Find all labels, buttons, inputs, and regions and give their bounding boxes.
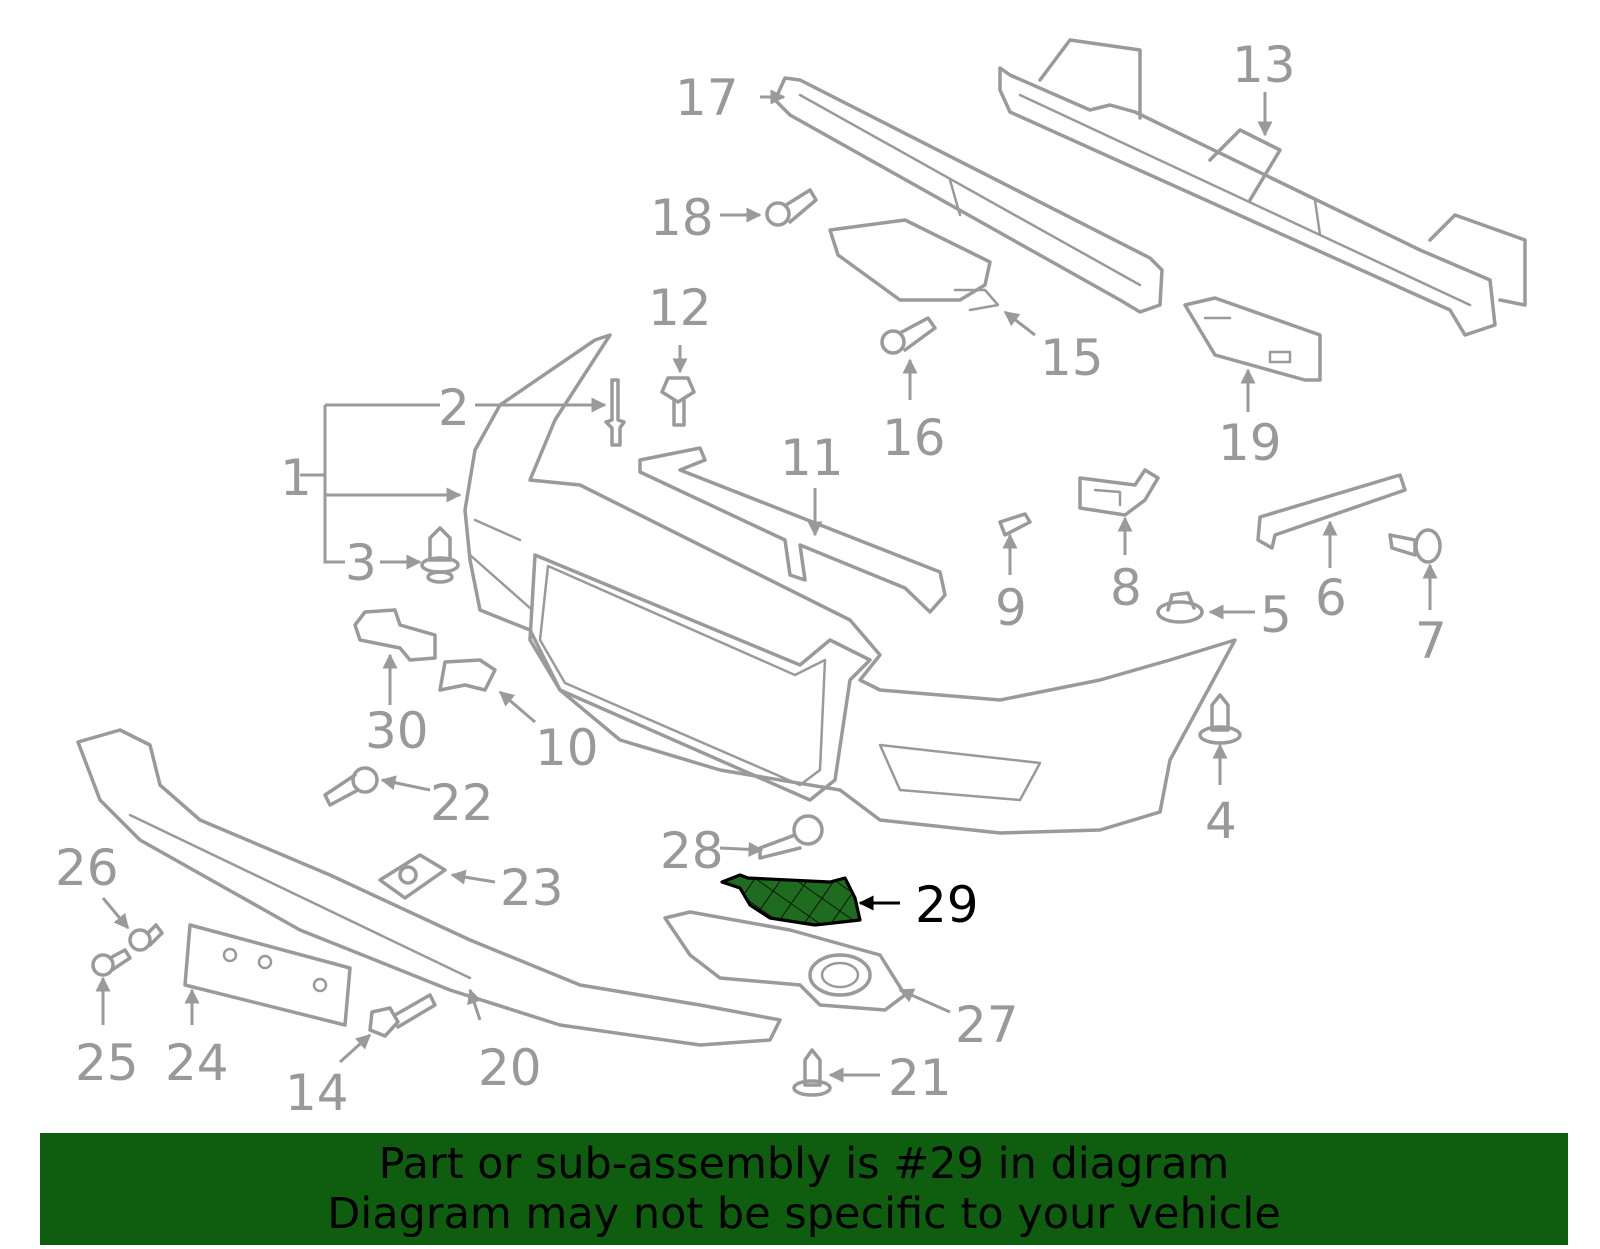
callout-18: 18	[650, 189, 714, 247]
leader-lines	[95, 89, 1438, 1083]
part-21-clip[interactable]	[792, 1048, 832, 1097]
part-4-clip[interactable]	[1198, 693, 1242, 745]
part-15-bracket[interactable]	[828, 218, 1000, 312]
part-18-clip[interactable]	[765, 188, 818, 227]
callout-23: 23	[500, 859, 564, 917]
part-12-bolt[interactable]	[660, 376, 696, 427]
callout-30: 30	[365, 702, 429, 760]
callout-11: 11	[780, 429, 844, 487]
callout-26: 26	[55, 839, 119, 897]
callout-9: 9	[995, 579, 1027, 637]
part-9-pin[interactable]	[998, 512, 1032, 537]
callout-labels: 1 2 3 4 5 6 7 8 9 10 11 12 13 14 15 16 1…	[55, 36, 1447, 1122]
callout-19: 19	[1218, 414, 1282, 472]
part-11-grille-bar[interactable]	[638, 446, 947, 614]
part-22-screw[interactable]	[323, 766, 379, 807]
callout-24: 24	[165, 1034, 229, 1092]
part-14-bolt[interactable]	[368, 993, 437, 1038]
callout-3: 3	[345, 534, 377, 592]
callout-6: 6	[1315, 569, 1347, 627]
part-29-grille-insert[interactable]	[720, 873, 862, 927]
part-7-clip[interactable]	[1388, 528, 1442, 564]
callout-4: 4	[1205, 792, 1237, 850]
part-6-strip[interactable]	[1256, 473, 1407, 550]
callout-7: 7	[1415, 612, 1447, 670]
part-20-lower-lip[interactable]	[76, 728, 782, 1047]
part-2-pin[interactable]	[604, 378, 626, 447]
banner-line-part: Part or sub-assembly is #29 in diagram	[378, 1139, 1230, 1189]
banner-line-disclaimer: Diagram may not be specific to your vehi…	[327, 1189, 1281, 1239]
callout-10: 10	[535, 719, 599, 777]
callout-21: 21	[888, 1049, 952, 1107]
part-5-nut[interactable]	[1156, 591, 1204, 624]
part-8-bracket[interactable]	[1078, 468, 1160, 517]
callout-14: 14	[285, 1064, 349, 1122]
part-1-bumper-cover[interactable]	[463, 333, 1237, 835]
part-3-clip[interactable]	[420, 526, 460, 584]
callout-27: 27	[955, 996, 1019, 1054]
part-27-fog-bezel[interactable]	[663, 910, 907, 1012]
callout-15: 15	[1040, 329, 1104, 387]
part-25-screw[interactable]	[91, 948, 132, 977]
callout-8: 8	[1110, 559, 1142, 617]
callout-25: 25	[75, 1034, 139, 1092]
callout-5: 5	[1260, 586, 1292, 644]
part-30-bracket[interactable]	[353, 608, 437, 662]
part-23-nut[interactable]	[378, 853, 447, 900]
callout-12: 12	[648, 279, 712, 337]
callout-16: 16	[882, 409, 946, 467]
part-24-plate-bracket[interactable]	[183, 923, 352, 1027]
callout-2: 2	[438, 379, 470, 437]
callout-29-highlighted: 29	[915, 876, 979, 934]
callout-13: 13	[1232, 36, 1296, 94]
callout-22: 22	[430, 774, 494, 832]
part-28-screw[interactable]	[758, 814, 824, 860]
parts-diagram: 1 2 3 4 5 6 7 8 9 10 11 12 13 14 15 16 1…	[55, 36, 1527, 1122]
callout-17: 17	[675, 69, 739, 127]
callout-20: 20	[478, 1039, 542, 1097]
callout-28: 28	[660, 822, 724, 880]
part-17-upper-absorber[interactable]	[773, 76, 1164, 314]
part-13-reinforcement-beam[interactable]	[998, 38, 1527, 337]
part-19-side-bracket[interactable]	[1183, 296, 1322, 382]
part-26-screw[interactable]	[128, 923, 164, 952]
callout-1: 1	[280, 449, 312, 507]
part-16-clip[interactable]	[880, 316, 937, 355]
part-10-bracket[interactable]	[438, 658, 497, 692]
info-banner: Part or sub-assembly is #29 in diagram D…	[40, 1133, 1568, 1245]
